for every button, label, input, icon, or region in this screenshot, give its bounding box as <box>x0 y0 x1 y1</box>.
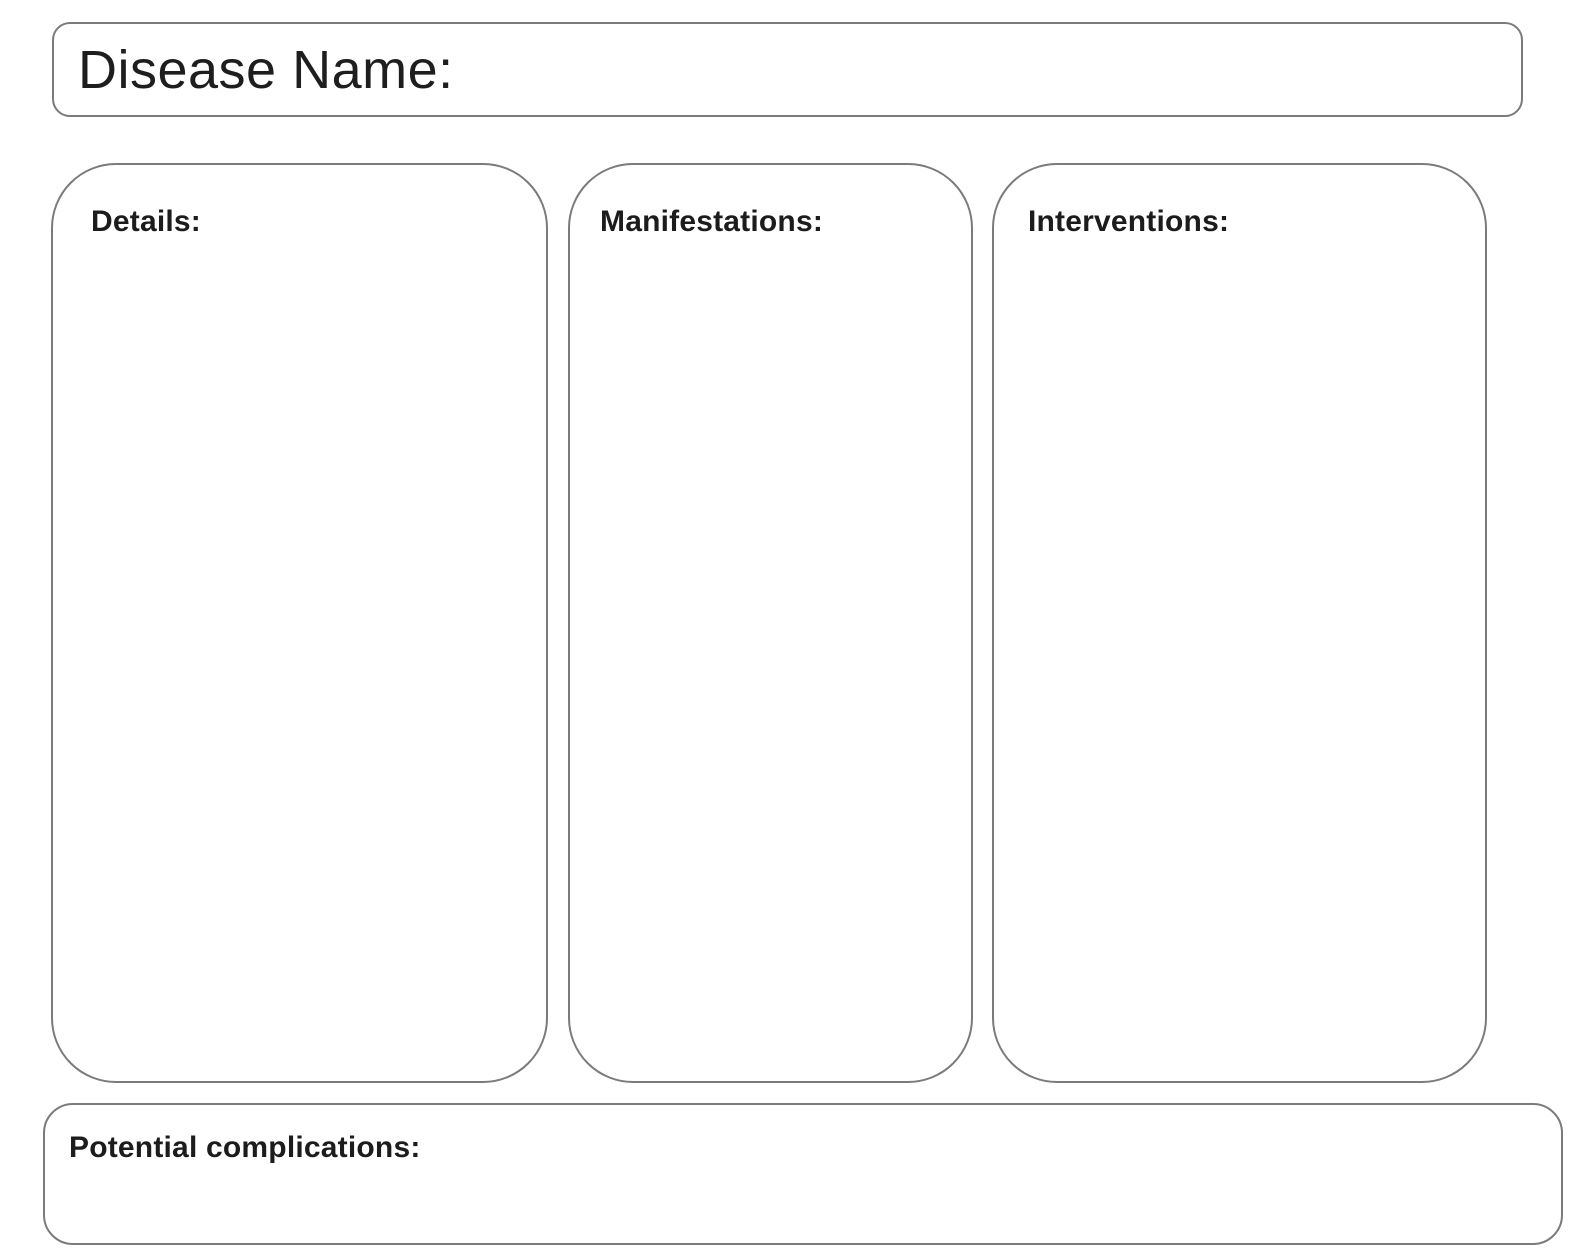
details-label: Details: <box>91 205 201 238</box>
disease-name-box[interactable]: Disease Name: <box>52 22 1523 117</box>
disease-name-label: Disease Name: <box>78 39 454 100</box>
manifestations-box[interactable]: Manifestations: <box>568 163 973 1083</box>
manifestations-input-area[interactable] <box>600 239 937 1081</box>
details-input-area[interactable] <box>91 239 512 1081</box>
interventions-box[interactable]: Interventions: <box>992 163 1487 1083</box>
interventions-label: Interventions: <box>1028 205 1230 238</box>
potential-complications-input-area[interactable] <box>69 1165 1533 1243</box>
potential-complications-label: Potential complications: <box>69 1131 421 1164</box>
potential-complications-box[interactable]: Potential complications: <box>43 1103 1563 1245</box>
interventions-input-area[interactable] <box>1028 239 1451 1081</box>
manifestations-label: Manifestations: <box>600 205 824 238</box>
details-box[interactable]: Details: <box>51 163 548 1083</box>
